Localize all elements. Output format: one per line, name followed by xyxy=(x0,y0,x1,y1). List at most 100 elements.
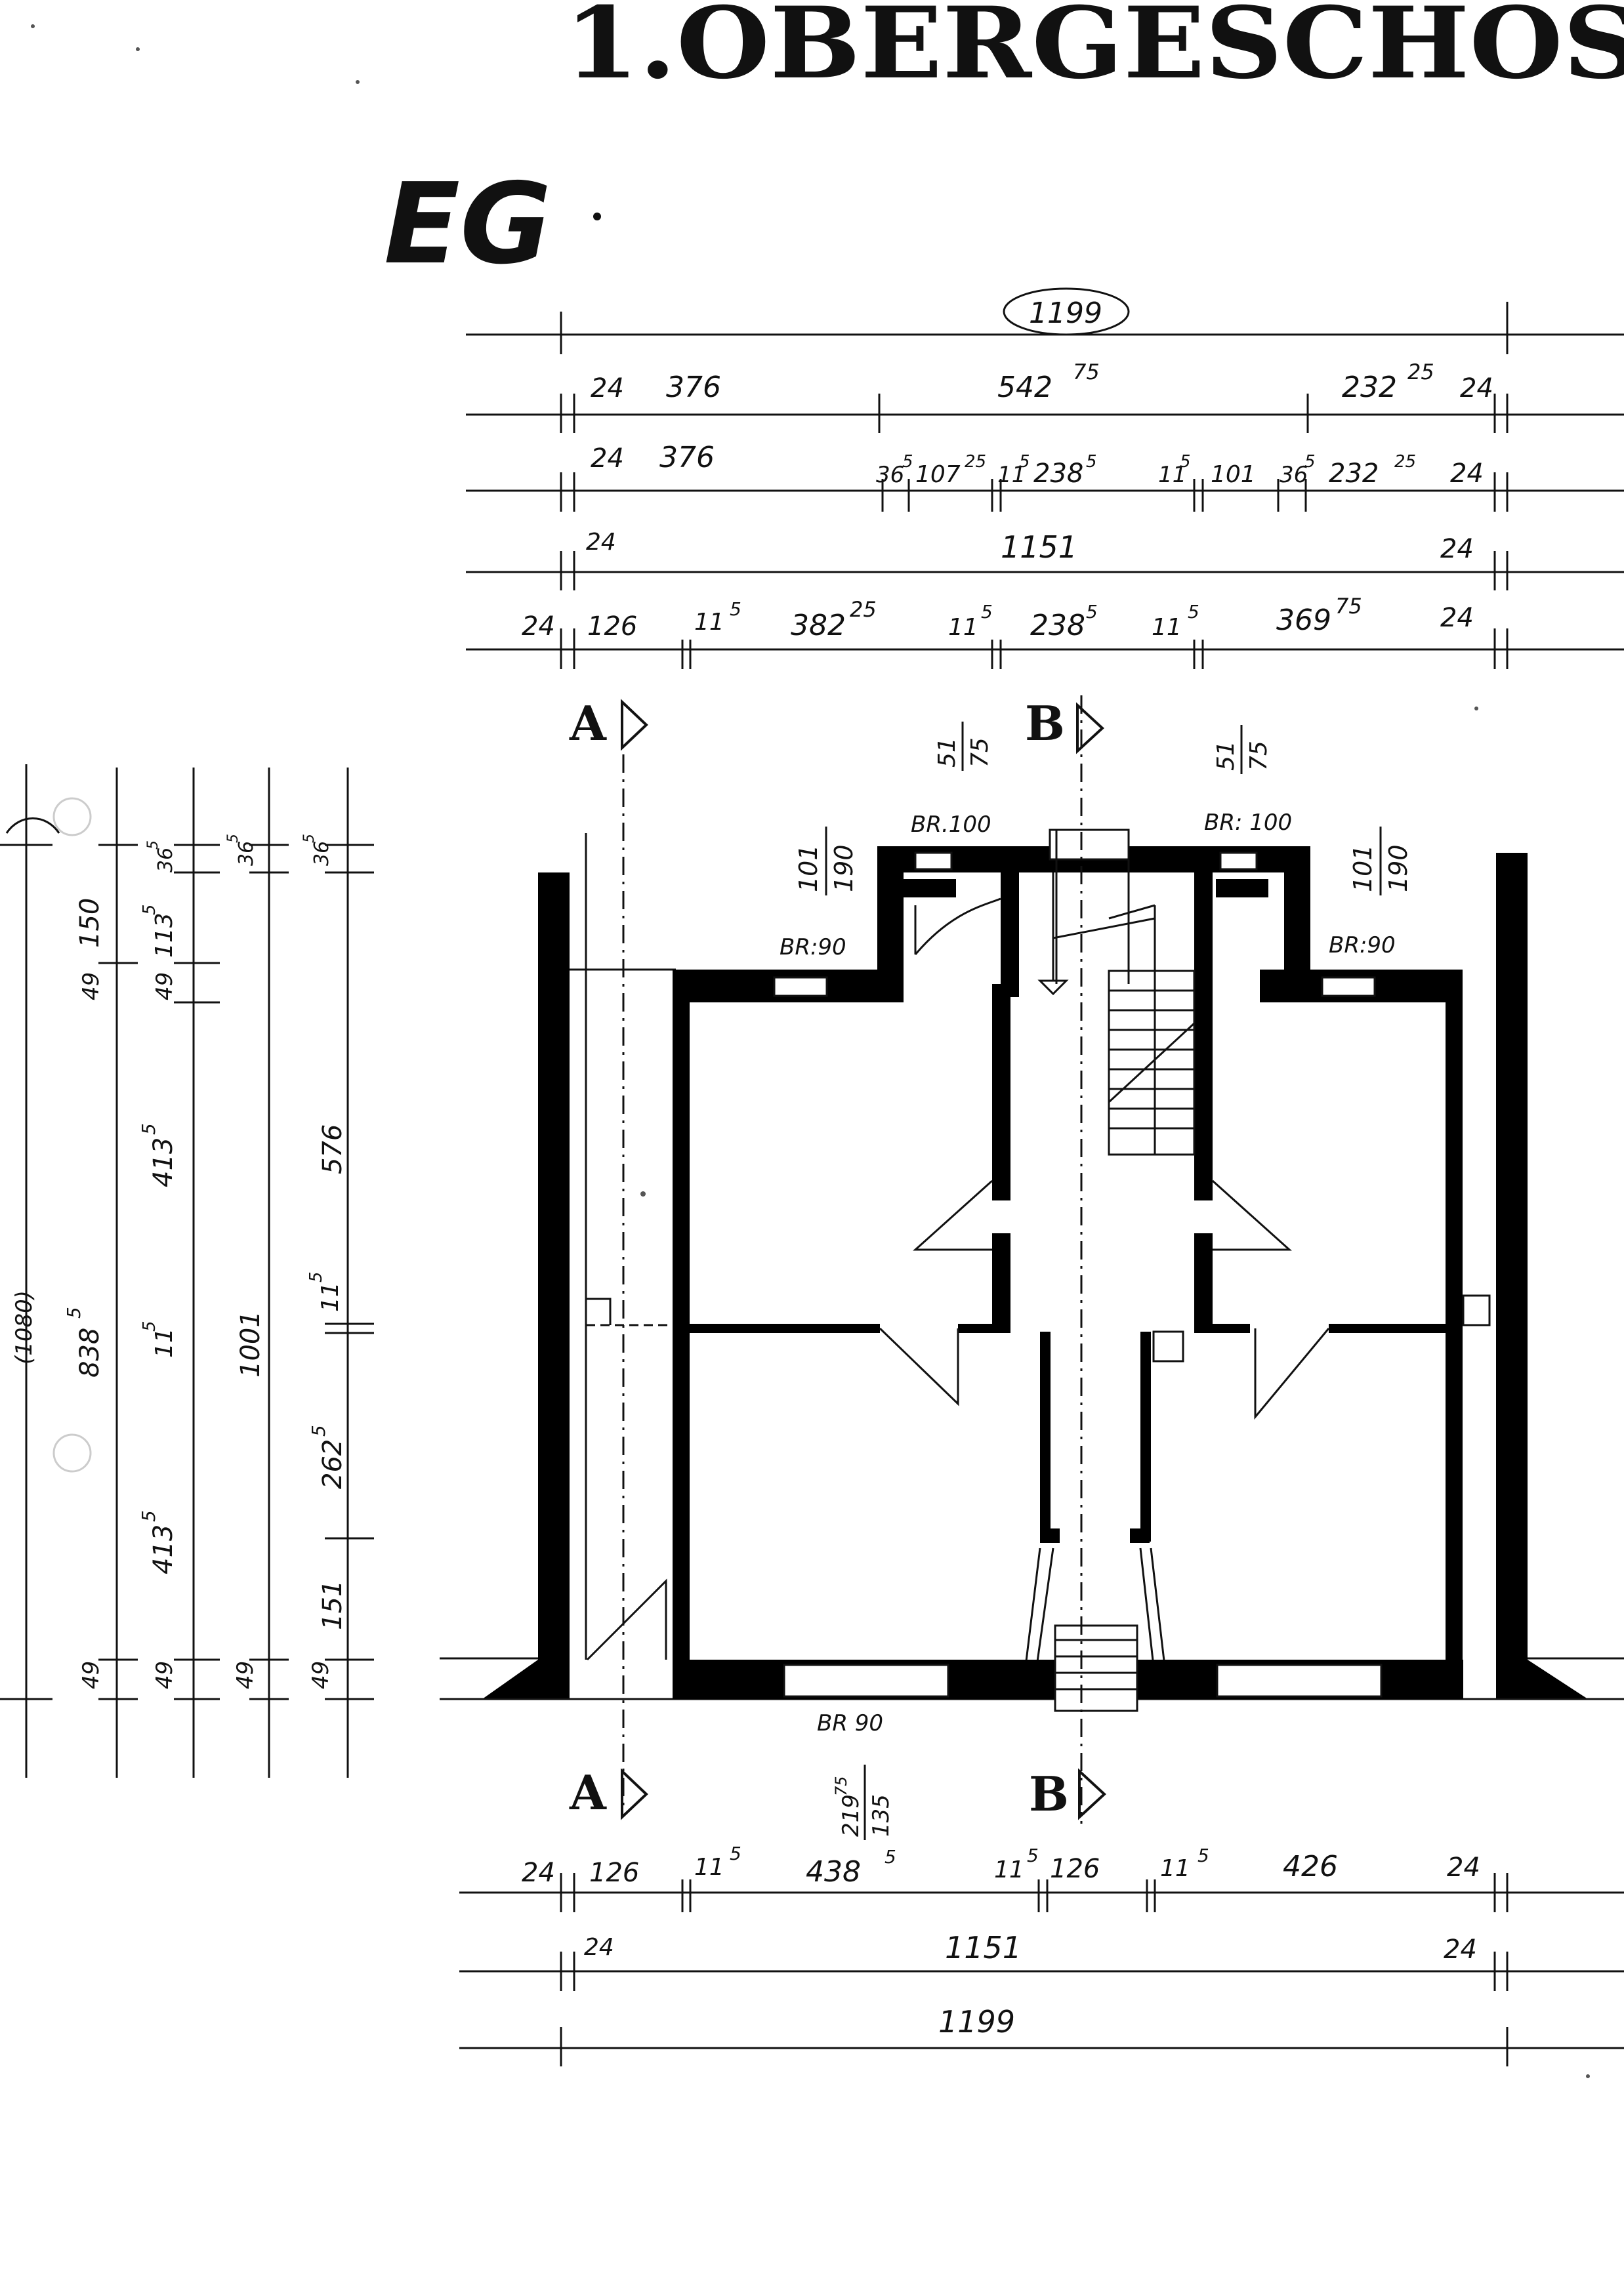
section-b-top: B xyxy=(1025,695,1065,751)
t2-16: 25 xyxy=(1394,452,1416,472)
t2-8: 238 xyxy=(1033,459,1083,489)
t1-d: 232 xyxy=(1342,371,1397,404)
t4-3: 5 xyxy=(730,598,741,620)
l2-0: 150 xyxy=(75,898,105,948)
floor-plan xyxy=(440,695,1624,1824)
t2-14: 5 xyxy=(1304,452,1316,472)
br90-bottom: BR 90 xyxy=(817,1710,883,1736)
l2-2: 838 xyxy=(75,1328,105,1378)
l5-5: 262 xyxy=(318,1439,348,1489)
l3-3: 5 xyxy=(140,904,159,915)
top-total-dim: 1199 xyxy=(1029,297,1102,330)
b1-0: 24 xyxy=(522,1858,555,1888)
t4-14: 24 xyxy=(1440,603,1474,633)
t4-9: 5 xyxy=(1086,601,1098,623)
t2-2: 36 xyxy=(876,462,904,488)
t2-6: 11 xyxy=(997,462,1026,488)
t4-4: 382 xyxy=(791,609,846,642)
b2-2: 24 xyxy=(1444,1935,1477,1965)
l3-10: 5 xyxy=(138,1510,159,1522)
stair xyxy=(1037,872,1196,1156)
t2-15: 232 xyxy=(1329,459,1379,489)
b1-3: 5 xyxy=(730,1843,741,1864)
b1-11: 426 xyxy=(1283,1850,1338,1883)
t3-1: 1151 xyxy=(1001,529,1077,565)
t2-5: 25 xyxy=(965,452,986,472)
t2-13: 36 xyxy=(1280,462,1308,488)
l4-0: 36 xyxy=(235,841,258,866)
t1-a: 24 xyxy=(591,373,624,403)
frac-tr-den: 75 xyxy=(1245,741,1272,771)
frac-bc-sup: 75 xyxy=(832,1776,850,1796)
section-markers: A B A B xyxy=(569,695,1106,1822)
t2-3: 5 xyxy=(902,452,913,472)
floor-mark: EG xyxy=(384,159,552,289)
l3-7: 11 xyxy=(151,1328,178,1358)
l5-0: 36 xyxy=(310,841,333,866)
t4-8: 238 xyxy=(1030,609,1085,642)
b1-6: 11 xyxy=(994,1856,1024,1883)
t2-4: 107 xyxy=(915,461,961,488)
frac-tl-num: 51 xyxy=(934,737,961,768)
section-a-bottom: A xyxy=(569,1765,607,1820)
l5-3: 11 xyxy=(317,1282,344,1312)
bottom-dimension-chains: 24 126 11 5 438 5 11 5 126 11 5 426 24 2… xyxy=(459,1843,1624,2066)
fraction-labels: 51 75 51 75 101 190 101 190 219 75 135 xyxy=(794,722,1413,1840)
t2-1: 376 xyxy=(659,441,715,474)
b1-8: 126 xyxy=(1050,1854,1100,1884)
b1-9: 11 xyxy=(1160,1855,1190,1882)
t2-10: 11 xyxy=(1158,462,1186,488)
t4-13: 75 xyxy=(1335,594,1362,619)
l3-5: 413 xyxy=(148,1138,178,1187)
l5-1: 5 xyxy=(301,834,318,843)
sheet-title: 1.OBERGESCHOS xyxy=(564,0,1624,101)
l3-9: 413 xyxy=(148,1525,178,1574)
t1-c: 542 xyxy=(997,371,1052,404)
t4-2: 11 xyxy=(694,609,724,636)
t4-11: 5 xyxy=(1188,601,1199,623)
t2-11: 5 xyxy=(1180,452,1191,472)
b1-7: 5 xyxy=(1027,1845,1039,1866)
t2-9: 5 xyxy=(1086,452,1097,472)
t1-c-sup: 75 xyxy=(1073,359,1100,384)
t1-b: 376 xyxy=(666,371,721,404)
t1-e: 24 xyxy=(1460,373,1493,403)
section-b-bottom: B xyxy=(1029,1766,1069,1822)
t1-d-sup: 25 xyxy=(1407,359,1434,384)
br90-left: BR:90 xyxy=(780,934,846,960)
t2-7: 5 xyxy=(1019,452,1030,472)
l5-6: 5 xyxy=(308,1425,329,1437)
section-a-top: A xyxy=(569,695,607,751)
t2-0: 24 xyxy=(591,443,624,474)
t4-7: 5 xyxy=(981,601,993,623)
t3-2: 24 xyxy=(1440,534,1474,564)
l3-8: 5 xyxy=(140,1321,159,1332)
b1-2: 11 xyxy=(694,1854,724,1881)
frac-bc-den: 135 xyxy=(868,1794,894,1837)
t2-17: 24 xyxy=(1450,459,1484,489)
frac-wr-den: 190 xyxy=(1384,844,1413,892)
frac-bc-num: 219 xyxy=(838,1794,864,1837)
t4-0: 24 xyxy=(522,611,555,642)
window-labels: BR.100 BR: 100 BR:90 BR:90 BR 90 xyxy=(780,810,1396,1736)
l3-4: 49 xyxy=(152,972,178,1000)
t4-12: 369 xyxy=(1276,604,1331,637)
l3-6: 5 xyxy=(138,1123,159,1135)
t4-10: 11 xyxy=(1152,614,1182,641)
left-dimension-chains: (1080) 150 49 838 5 49 36 5 113 5 49 413… xyxy=(0,764,374,1778)
t4-5: 25 xyxy=(850,597,877,622)
l5-2: 576 xyxy=(318,1124,348,1174)
b1-1: 126 xyxy=(589,1858,639,1888)
total-width-circle xyxy=(1003,287,1130,336)
b1-4: 438 xyxy=(806,1855,861,1889)
frac-tr-num: 51 xyxy=(1213,741,1239,771)
l5-7: 151 xyxy=(318,1580,348,1630)
b1-10: 5 xyxy=(1197,1845,1209,1866)
l2-4: 49 xyxy=(78,1661,104,1689)
t4-1: 126 xyxy=(587,611,637,642)
scan-specks xyxy=(31,24,1590,2078)
floor-mark-dot xyxy=(593,213,601,220)
l1-0: (1080) xyxy=(11,1290,37,1364)
frac-wl-num: 101 xyxy=(794,844,823,892)
